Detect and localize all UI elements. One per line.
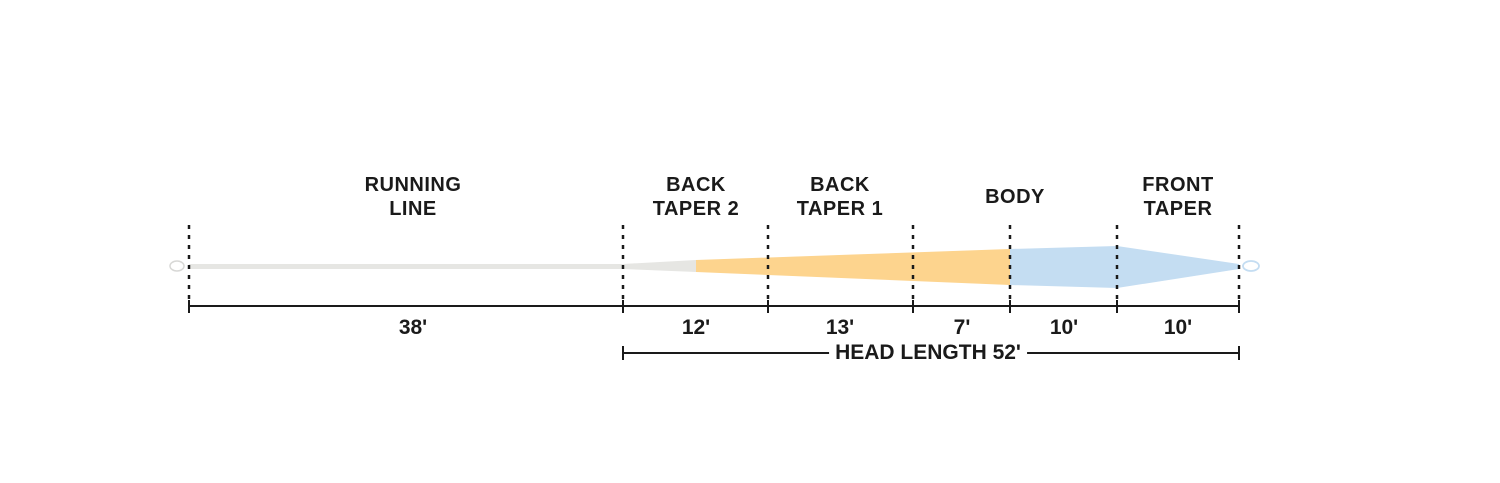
front-taper-shape [1117, 246, 1239, 288]
back-taper-2-grey-shape [623, 260, 696, 272]
measurement-axis [188, 300, 1240, 313]
front-loop-icon [1242, 260, 1260, 272]
label-back-taper-2: BACK TAPER 2 [652, 174, 740, 220]
length-running-line: 38' [398, 316, 428, 339]
back-taper-orange-shape [696, 249, 1010, 285]
label-running-line: RUNNING LINE [364, 174, 462, 220]
rear-loop-icon [169, 260, 185, 272]
length-body-rear: 7' [953, 316, 971, 339]
label-body: BODY [985, 186, 1045, 208]
running-line-shape [189, 264, 623, 269]
label-back-taper-1: BACK TAPER 1 [796, 174, 884, 220]
length-body-front: 10' [1049, 316, 1079, 339]
length-front-taper: 10' [1163, 316, 1193, 339]
head-length-label: HEAD LENGTH 52' [829, 341, 1027, 365]
section-dividers [187, 225, 1241, 300]
length-back-taper-1: 13' [825, 316, 855, 339]
length-back-taper-2: 12' [681, 316, 711, 339]
label-front-taper: FRONT TAPER [1142, 174, 1214, 220]
body-blue-shape [1010, 246, 1117, 288]
